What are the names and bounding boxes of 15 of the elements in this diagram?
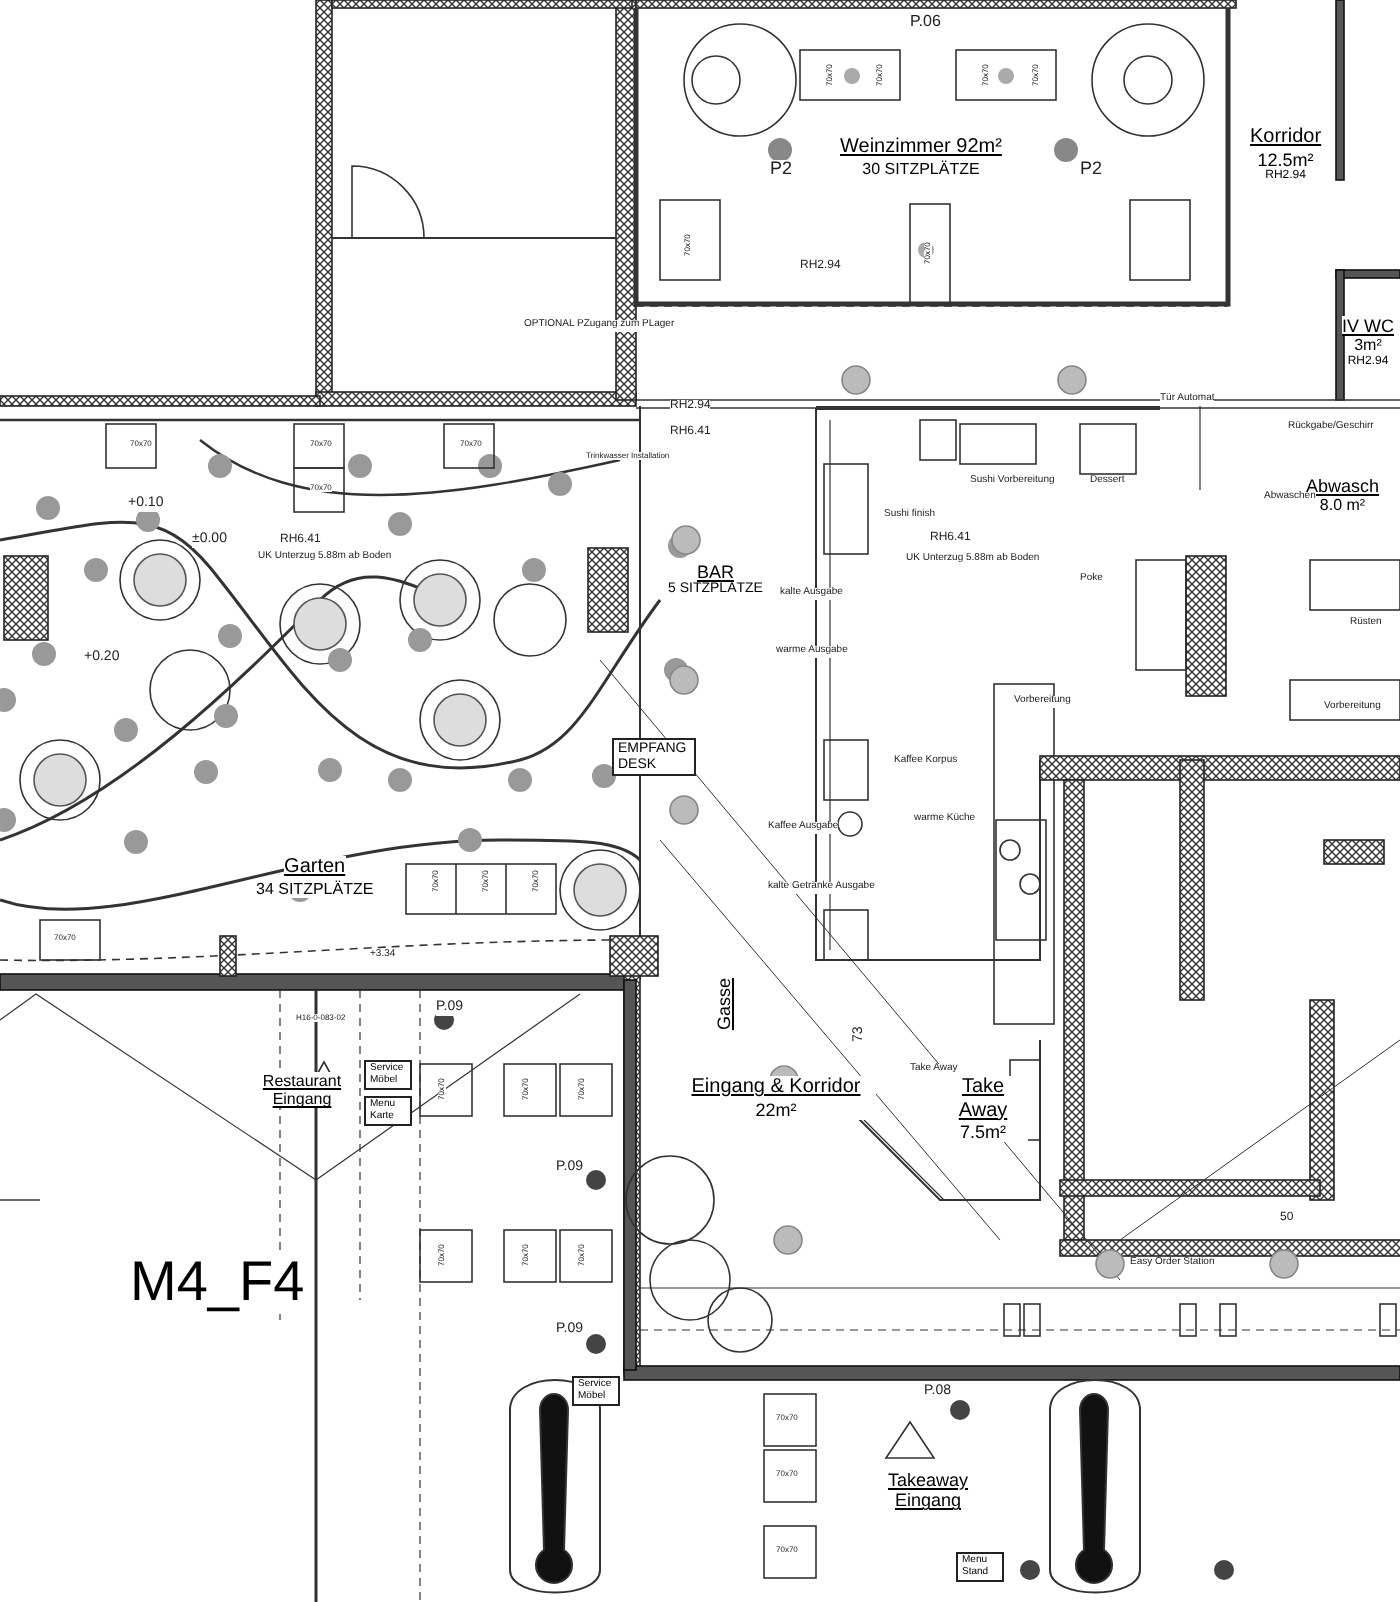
room-name: Gasse	[714, 977, 735, 1030]
room-name: BAR	[696, 562, 734, 583]
position-mark: P.06	[910, 14, 941, 32]
room-name: IV WC	[1342, 316, 1394, 337]
entrance-label: Restaurant Eingang	[256, 1072, 348, 1109]
room-name: Garten	[284, 856, 346, 879]
seat-count-label: 34 SITZPLÄTZE	[256, 879, 374, 898]
area-label: 12.5m²	[1257, 149, 1314, 170]
room-name: Weinzimmer 92m²	[840, 136, 1002, 159]
zone-label: M4_F4	[130, 1250, 305, 1315]
light-mark: P2	[1080, 160, 1103, 180]
light-mark: P2	[770, 160, 793, 180]
room-name: Korridor	[1250, 126, 1322, 149]
area-label: 3m²	[1354, 336, 1382, 356]
area-label: 8.0 m²	[1319, 496, 1366, 516]
